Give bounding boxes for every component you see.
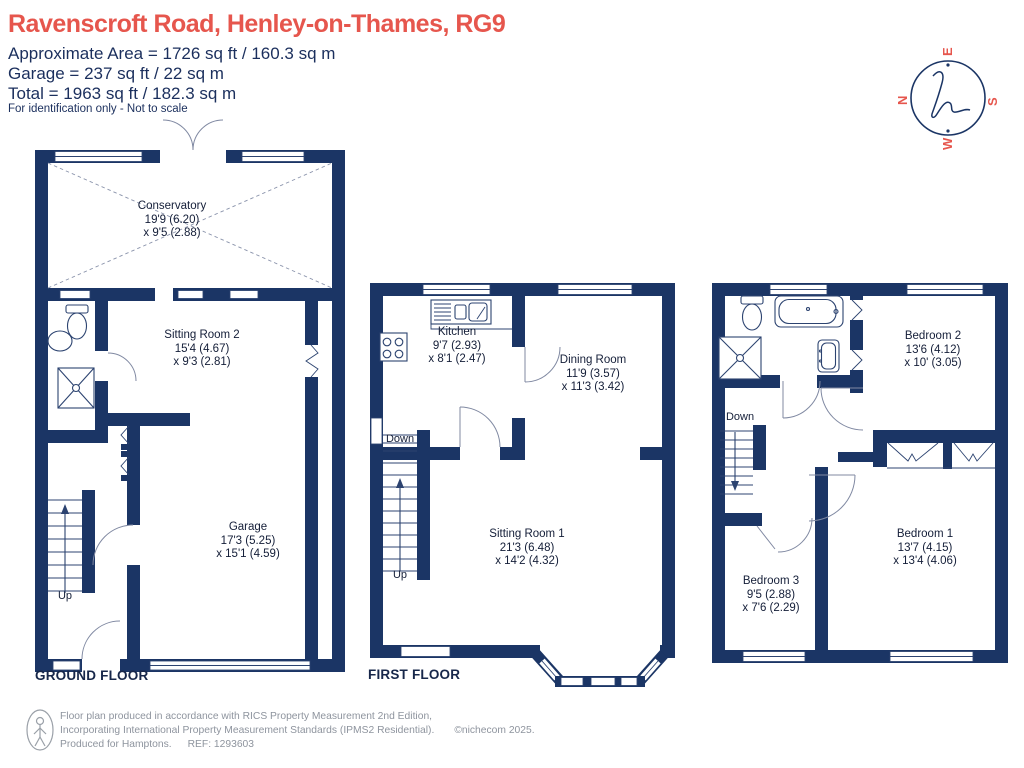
doors: [756, 380, 864, 553]
bathroom-fixtures: [718, 295, 844, 380]
up-arrow: [396, 478, 404, 488]
room-name: Sitting Room 1: [489, 528, 565, 540]
room-label-sitting-room-1: Sitting Room 1 21'3 (6.48) x 14'2 (4.32): [489, 528, 564, 569]
compass-w: W: [940, 137, 955, 150]
surveyor-person-icon: [26, 709, 54, 751]
room-dim: x 9'5 (2.88): [143, 227, 201, 239]
hamptons-h-logo: [931, 71, 971, 119]
room-name: Kitchen: [437, 326, 477, 338]
room-dim: x 15'1 (4.59): [216, 548, 280, 560]
room-label-kitchen: Kitchen 9'7 (2.93) x 8'1 (2.47): [428, 326, 485, 367]
room-name: Sitting Room 2: [164, 329, 240, 341]
footer-line-2: Incorporating International Property Mea…: [60, 724, 435, 736]
room-dim: x 14'2 (4.32): [495, 555, 559, 567]
windows: [52, 149, 319, 673]
room-label-bedroom-3: Bedroom 3 9'5 (2.88) x 7'6 (2.29): [742, 575, 799, 616]
room-dim: x 8'1 (2.47): [428, 353, 486, 365]
garage-area: Garage = 237 sq ft / 22 sq m: [8, 64, 224, 83]
sink: [47, 330, 73, 352]
compass-icon: N E S W: [895, 47, 1000, 150]
kitchen-fixtures: [379, 299, 512, 362]
sink: [817, 339, 840, 373]
ground-floor-plan: [35, 119, 345, 673]
room-label-sitting-room-2: Sitting Room 2 15'4 (4.67) x 9'3 (2.81): [164, 329, 239, 370]
room-label-bedroom-2: Bedroom 2 13'6 (4.12) x 10' (3.05): [904, 330, 961, 371]
room-dim: 9'7 (2.93): [432, 339, 482, 352]
page-title: Ravenscroft Road, Henley-on-Thames, RG9: [8, 10, 506, 38]
room-dim: 9'5 (2.88): [746, 588, 796, 601]
windows: [370, 284, 660, 659]
doors: [81, 352, 137, 660]
footer-copyright: ©nichecom 2025.: [454, 724, 535, 736]
room-name: Conservatory: [137, 200, 207, 212]
footer-ref: REF: 1293603: [187, 738, 255, 750]
approximate-area: Approximate Area = 1726 sq ft / 160.3 sq…: [8, 44, 336, 63]
compass-n: N: [895, 96, 910, 105]
bathroom-fixtures: [47, 304, 95, 409]
counter-edge: [430, 324, 512, 330]
stairs-label-down-second: Down: [725, 411, 755, 423]
staircase: [383, 434, 417, 572]
room-dim: 17'3 (5.25): [220, 534, 276, 547]
room-dim: 13'7 (4.15): [897, 541, 953, 554]
toilet-cistern: [740, 295, 764, 305]
room-name: Dining Room: [559, 354, 627, 366]
footer-line-3: Produced for Hamptons.: [60, 738, 172, 750]
wardrobes: [887, 442, 995, 469]
second-floor-plan: [712, 283, 1008, 663]
stairs-label-up-first: Up: [392, 569, 408, 581]
first-floor-label: FIRST FLOOR: [368, 667, 461, 682]
room-name: Bedroom 2: [904, 330, 962, 342]
toilet: [66, 312, 88, 340]
wall-break: [851, 299, 863, 321]
room-name: Bedroom 3: [742, 575, 800, 587]
french-doors: [162, 119, 224, 151]
cupboard-doors: [120, 420, 131, 481]
doors: [459, 346, 561, 448]
toilet-cistern: [65, 304, 89, 314]
stairs-label-up-ground: Up: [57, 590, 73, 602]
room-dim: 21'3 (6.48): [499, 541, 555, 554]
wall-break: [851, 349, 863, 371]
wall-break: [305, 344, 319, 378]
disclaimer: For identification only - Not to scale: [8, 103, 188, 115]
room-dim: x 10' (3.05): [904, 357, 962, 369]
up-arrow: [61, 504, 69, 514]
room-dim: x 9'3 (2.81): [173, 356, 231, 368]
room-dim: x 11'3 (3.42): [561, 381, 625, 393]
walls: [370, 283, 675, 658]
room-dim: 15'4 (4.67): [174, 342, 230, 355]
room-dim: x 13'4 (4.06): [893, 555, 957, 567]
room-dim: 11'9 (3.57): [566, 367, 620, 380]
compass-e: E: [940, 47, 955, 56]
room-label-garage: Garage 17'3 (5.25) x 15'1 (4.59): [216, 521, 280, 562]
bay-window: [531, 650, 669, 687]
first-floor-plan: [370, 283, 675, 687]
toilet: [741, 303, 763, 331]
down-arrow: [731, 481, 739, 491]
room-dim: 19'9 (6.20): [144, 213, 200, 226]
staircase: [48, 499, 82, 593]
room-label-bedroom-1: Bedroom 1 13'7 (4.15) x 13'4 (4.06): [893, 528, 957, 569]
total-area: Total = 1963 sq ft / 182.3 sq m: [8, 84, 237, 103]
ground-floor-label: GROUND FLOOR: [35, 668, 149, 683]
room-label-conservatory: Conservatory 19'9 (6.20) x 9'5 (2.88): [138, 200, 206, 241]
room-name: Bedroom 1: [896, 528, 954, 540]
room-dim: 13'6 (4.12): [905, 343, 961, 356]
stairs-label-down-first: Down: [385, 433, 415, 445]
bathtub: [774, 295, 844, 328]
footer-disclaimer: Floor plan produced in accordance with R…: [60, 710, 535, 751]
footer-line-1: Floor plan produced in accordance with R…: [60, 711, 433, 722]
windows: [742, 284, 984, 662]
room-name: Garage: [228, 521, 268, 533]
compass-s: S: [985, 97, 1000, 106]
staircase: [720, 430, 753, 495]
room-label-dining-room: Dining Room 11'9 (3.57) x 11'3 (3.42): [560, 354, 626, 395]
room-dim: x 7'6 (2.29): [742, 602, 800, 614]
